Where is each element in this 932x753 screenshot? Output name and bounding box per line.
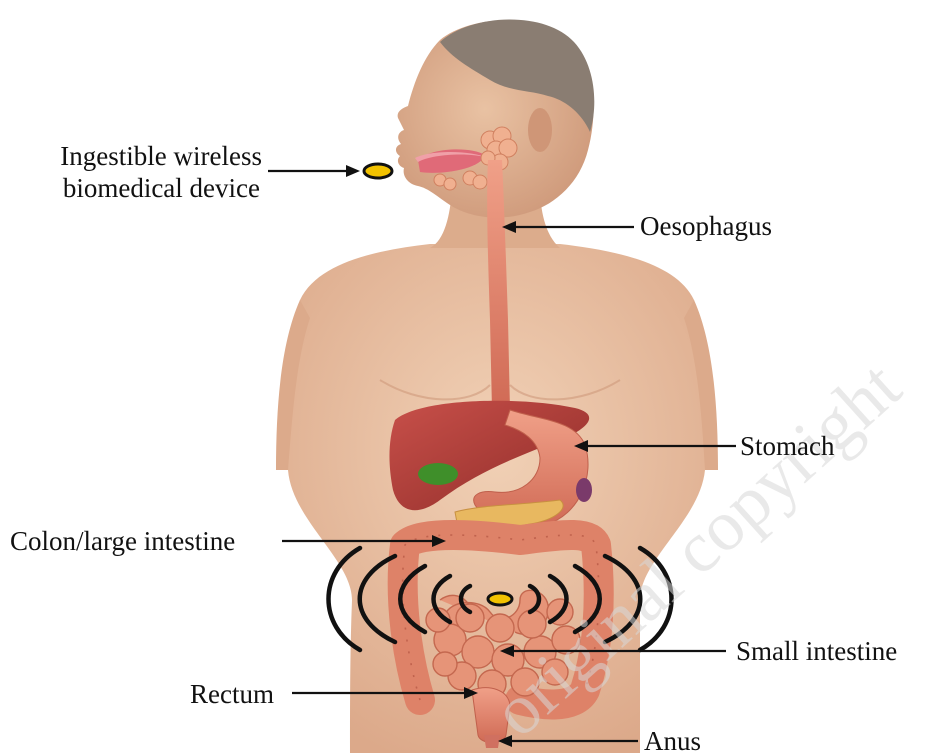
capsule-icon-inside xyxy=(488,593,512,605)
label-device-line2: biomedical device xyxy=(63,173,260,203)
gallbladder xyxy=(418,463,458,485)
ear xyxy=(528,108,552,152)
anus xyxy=(484,735,500,748)
label-anus: Anus xyxy=(644,726,701,753)
capsule-icon-outside xyxy=(364,164,392,178)
label-device-line1: Ingestible wireless xyxy=(60,141,262,171)
label-stomach: Stomach xyxy=(740,431,835,461)
label-colon: Colon/large intestine xyxy=(10,526,235,556)
label-oesophagus: Oesophagus xyxy=(640,211,772,241)
label-rectum: Rectum xyxy=(190,679,274,709)
label-small-intestine: Small intestine xyxy=(736,636,897,666)
spleen xyxy=(576,478,592,502)
